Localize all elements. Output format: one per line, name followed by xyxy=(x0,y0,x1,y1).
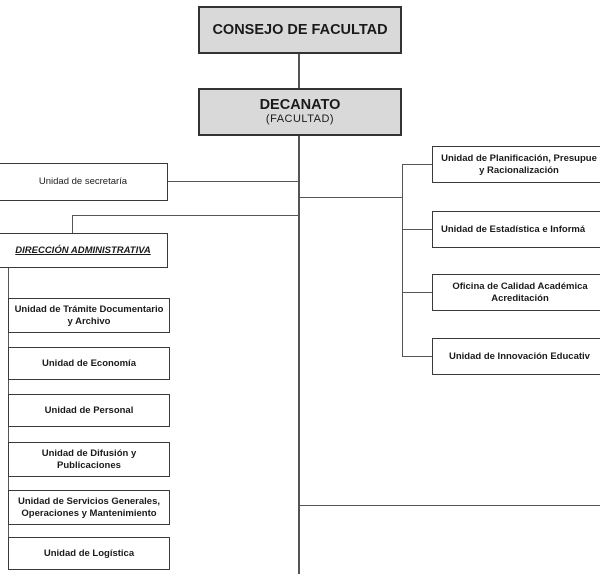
estadistica-label: Unidad de Estadística e Informá xyxy=(441,223,586,235)
connector-innovacion xyxy=(402,356,432,357)
connector-secretaria xyxy=(168,181,300,182)
economia-box: Unidad de Economía xyxy=(8,347,170,380)
connector-consejo-decanato xyxy=(298,52,300,88)
innovacion-box: Unidad de Innovación Educativ xyxy=(432,338,600,375)
connector-main-trunk xyxy=(298,128,300,574)
connector-right-trunk xyxy=(402,164,403,357)
direccion-label: DIRECCIÓN ADMINISTRATIVA xyxy=(15,244,151,256)
secretaria-label: Unidad de secretaría xyxy=(38,176,128,187)
calidad-box: Oficina de Calidad Académica Acreditació… xyxy=(432,274,600,311)
consejo-label: CONSEJO DE FACULTAD xyxy=(212,22,388,38)
consejo-box: CONSEJO DE FACULTAD xyxy=(198,6,402,54)
estadistica-box: Unidad de Estadística e Informá xyxy=(432,211,600,248)
decanato-box: DECANATO (FACULTAD) xyxy=(198,88,402,136)
connector-direccion-drop xyxy=(72,215,73,235)
calidad-label: Oficina de Calidad Académica Acreditació… xyxy=(452,280,588,304)
connector-planificacion xyxy=(402,164,432,165)
planificacion-box: Unidad de Planificación, Presupue y Raci… xyxy=(432,146,600,183)
direccion-box: DIRECCIÓN ADMINISTRATIVA xyxy=(0,233,168,268)
innovacion-label: Unidad de Innovación Educativ xyxy=(449,350,590,362)
connector-direccion xyxy=(72,215,300,216)
planificacion-label: Unidad de Planificación, Presupue y Raci… xyxy=(441,152,597,176)
difusion-label: Unidad de Difusión y Publicaciones xyxy=(41,447,137,471)
secretaria-box: Unidad de secretaría xyxy=(0,163,168,201)
logistica-box: Unidad de Logística xyxy=(8,537,170,570)
tramite-label: Unidad de Trámite Documentario y Archivo xyxy=(14,303,164,327)
connector-calidad xyxy=(402,292,432,293)
economia-label: Unidad de Economía xyxy=(42,357,136,369)
tramite-box: Unidad de Trámite Documentario y Archivo xyxy=(8,298,170,333)
decanato-label: DECANATO xyxy=(259,97,341,113)
servicios-label: Unidad de Servicios Generales, Operacion… xyxy=(17,495,161,519)
personal-label: Unidad de Personal xyxy=(44,404,134,416)
connector-right-branch xyxy=(298,197,402,198)
logistica-label: Unidad de Logística xyxy=(43,547,135,559)
decanato-sublabel: (FACULTAD) xyxy=(265,113,335,125)
connector-bottom-right xyxy=(298,505,600,506)
difusion-box: Unidad de Difusión y Publicaciones xyxy=(8,442,170,477)
connector-estadistica xyxy=(402,229,432,230)
servicios-box: Unidad de Servicios Generales, Operacion… xyxy=(8,490,170,525)
personal-box: Unidad de Personal xyxy=(8,394,170,427)
